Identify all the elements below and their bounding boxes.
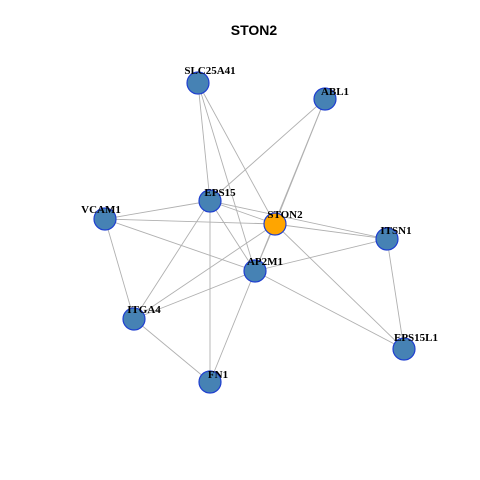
edge-itsn1-ap2m1 xyxy=(254,238,388,272)
edge-abl1-eps15 xyxy=(209,98,326,202)
edge-abl1-ap2m1 xyxy=(254,98,326,272)
node-label-fn1: FN1 xyxy=(208,369,228,381)
edge-vcam1-ap2m1 xyxy=(104,218,256,272)
node-ston2 xyxy=(263,212,287,236)
edge-ston2-itsn1 xyxy=(274,223,388,240)
edge-vcam1-itga4 xyxy=(104,218,135,320)
edge-layer xyxy=(104,82,405,383)
node-fn1 xyxy=(198,370,222,394)
node-itga4 xyxy=(122,307,146,331)
edge-itsn1-eps15l1 xyxy=(386,238,405,350)
node-layer xyxy=(93,71,416,394)
edge-ap2m1-eps15l1 xyxy=(254,270,405,350)
edge-ap2m1-fn1 xyxy=(209,270,256,383)
edge-ston2-eps15l1 xyxy=(274,223,405,350)
edge-slc25a41-ston2 xyxy=(197,82,276,225)
node-itsn1 xyxy=(375,227,399,251)
node-eps15 xyxy=(198,189,222,213)
diagram-title: STON2 xyxy=(231,22,278,38)
edge-eps15-ap2m1 xyxy=(209,200,256,272)
edge-eps15-itga4 xyxy=(133,200,211,320)
node-vcam1 xyxy=(93,207,117,231)
edge-slc25a41-ap2m1 xyxy=(197,82,256,272)
node-label-slc25a41: SLC25A41 xyxy=(184,65,235,77)
edge-vcam1-ston2 xyxy=(104,218,276,225)
edge-slc25a41-eps15 xyxy=(197,82,211,202)
node-label-eps15l1: EPS15L1 xyxy=(394,332,438,344)
node-ap2m1 xyxy=(243,259,267,283)
node-label-eps15: EPS15 xyxy=(204,187,236,199)
edge-eps15-itsn1 xyxy=(209,200,388,240)
node-label-vcam1: VCAM1 xyxy=(81,204,121,216)
edge-itga4-fn1 xyxy=(133,318,211,383)
node-label-abl1: ABL1 xyxy=(321,86,349,98)
node-label-itsn1: ITSN1 xyxy=(380,225,411,237)
node-label-ston2: STON2 xyxy=(267,209,303,221)
node-eps15l1 xyxy=(392,337,416,361)
edge-eps15-vcam1 xyxy=(104,200,211,220)
edge-ston2-itga4 xyxy=(133,223,276,320)
node-abl1 xyxy=(313,87,337,111)
edge-ap2m1-itga4 xyxy=(133,270,256,320)
node-label-itga4: ITGA4 xyxy=(127,304,161,316)
node-label-ap2m1: AP2M1 xyxy=(247,256,283,268)
node-slc25a41 xyxy=(186,71,210,95)
